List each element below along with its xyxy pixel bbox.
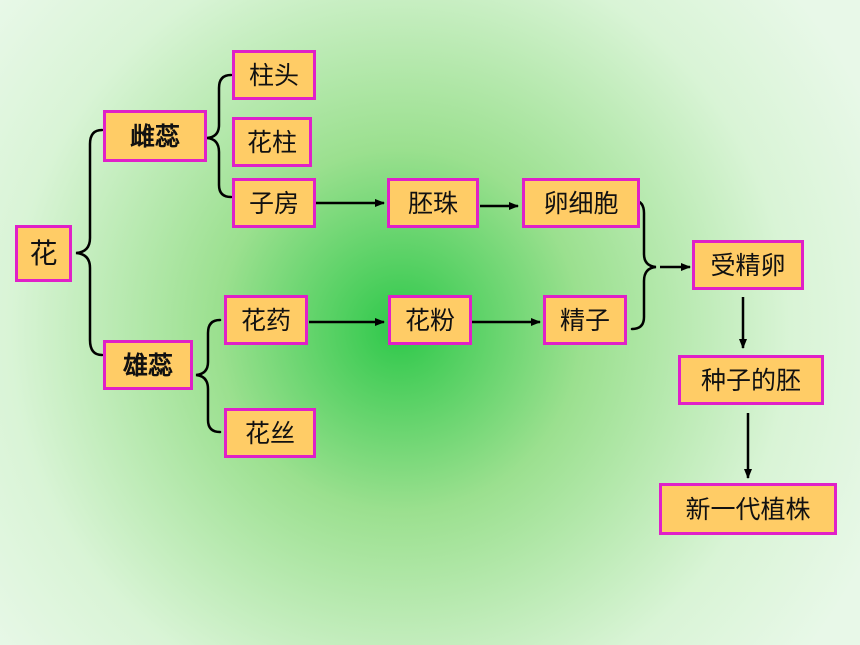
node-sperm: 精子 — [543, 295, 627, 345]
brace-stamen — [195, 318, 222, 434]
brace-pistil — [206, 73, 233, 199]
node-seed-embryo: 种子的胚 — [678, 355, 824, 405]
node-flower: 花 — [15, 225, 72, 282]
node-ovary: 子房 — [232, 178, 316, 228]
node-pollen: 花粉 — [388, 295, 472, 345]
node-egg-cell: 卵细胞 — [522, 178, 640, 228]
node-filament-label: 花丝 — [244, 418, 295, 448]
brace-flower — [75, 128, 104, 357]
node-anther: 花药 — [224, 295, 308, 345]
node-stamen: 雄蕊 — [103, 340, 193, 390]
node-new-plant: 新一代植株 — [659, 483, 837, 535]
node-ovule: 胚珠 — [387, 178, 479, 228]
brace-fertilization — [630, 198, 657, 331]
node-filament: 花丝 — [224, 408, 316, 458]
node-stigma: 柱头 — [232, 50, 316, 100]
node-pistil: 雌蕊 — [103, 110, 207, 162]
node-style: 花柱 — [232, 117, 312, 167]
node-zygote: 受精卵 — [692, 240, 804, 290]
